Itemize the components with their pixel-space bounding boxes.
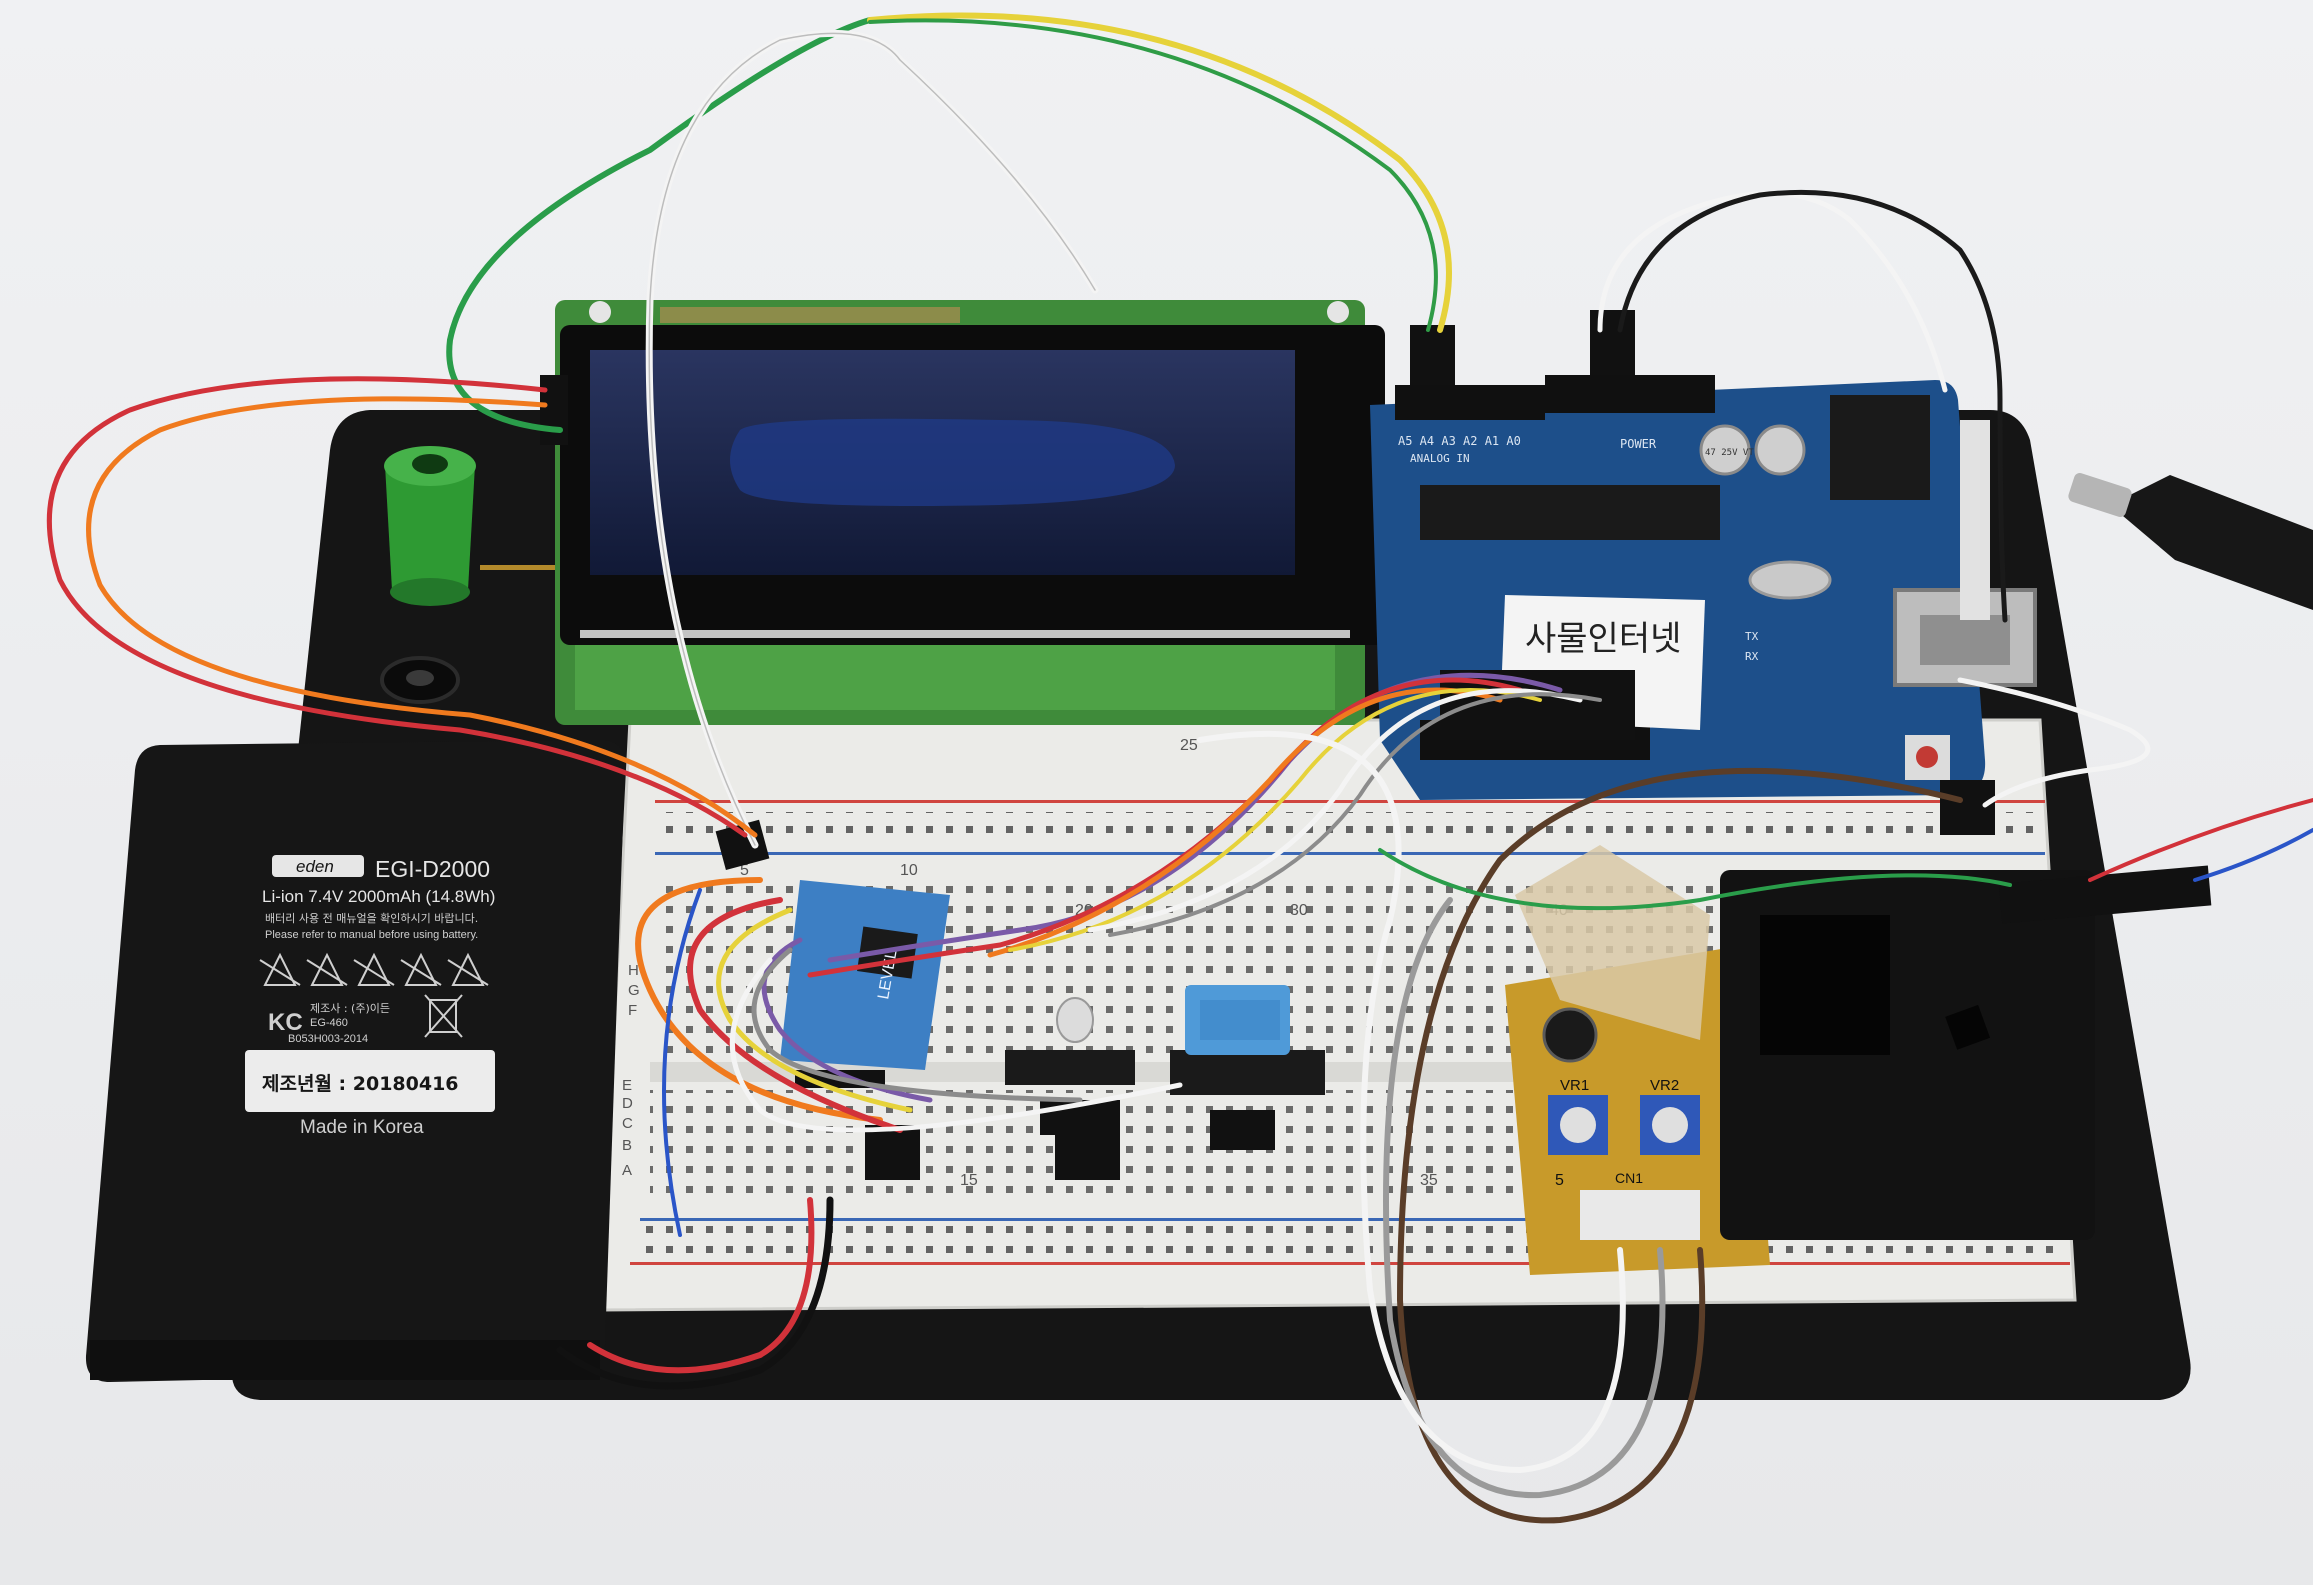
col-number-35: 35: [1420, 1172, 1438, 1189]
wire-gray-bundle: [1108, 692, 1602, 937]
wire-yellow: [867, 12, 1452, 333]
wire-yellow-bundle: [1008, 688, 1542, 952]
battery-code1: EG-460: [310, 1017, 348, 1029]
wire-blue-left: [662, 888, 702, 1237]
dc-jack: [1830, 395, 1930, 500]
header-connector-c: [1055, 1125, 1120, 1180]
battery-brand: eden: [296, 857, 334, 876]
battery-spec: Li-ion 7.4V 2000mAh (14.8Wh): [262, 887, 495, 906]
vr2-label: VR2: [1650, 1077, 1679, 1094]
wire-gray-dust: [1383, 897, 1666, 1499]
wire-red-battery: [587, 1197, 815, 1374]
capacitor-2: [1754, 424, 1806, 476]
recycle-bin-icon: [424, 994, 463, 1038]
wire-white-dust: [1197, 730, 1626, 1473]
battery-warning-en: Please refer to manual before using batt…: [265, 929, 478, 941]
battery-maker: 제조사 : (주)이든: [310, 1002, 390, 1015]
sticker-text: 사물인터넷: [1525, 619, 1681, 659]
top-rail-red-line: [655, 800, 2045, 803]
dht-sensor: [1170, 985, 1325, 1150]
analog-pin-labels: A5 A4 A3 A2 A1 A0: [1398, 434, 1521, 448]
wire-orange-left: [86, 396, 758, 838]
col-number-25: 25: [1180, 737, 1198, 754]
battery-code2: B053H003-2014: [288, 1033, 368, 1045]
rx-label: RX: [1745, 650, 1759, 663]
battery-date-label: [245, 1050, 495, 1112]
wire-white-usb: [1957, 677, 2151, 808]
tx-label: TX: [1745, 630, 1759, 643]
battery-warning-icons: [259, 952, 489, 986]
dc-plug-cable: [2068, 473, 2313, 610]
wire-gray-loop: [751, 947, 1083, 1103]
wire-red-right: [2088, 798, 2313, 882]
wire-white-loop: [729, 957, 1183, 1133]
col-number-15: 15: [960, 1172, 978, 1189]
bottom-rail-red-line: [630, 1262, 2070, 1265]
col-number-5: 5: [740, 862, 749, 879]
row-letter-e: E: [622, 1077, 632, 1094]
row-letter-a: A: [622, 1162, 632, 1179]
wire-green: [446, 17, 873, 433]
row-letter-f: F: [628, 1002, 637, 1019]
wire-yellow-loop: [716, 907, 913, 1113]
row-letter-g: G: [628, 982, 640, 999]
wire-white-bundle: [1087, 688, 1583, 933]
analog-in-label: ANALOG IN: [1410, 452, 1470, 465]
capacitor-1: [1699, 424, 1751, 476]
power-label: POWER: [1620, 437, 1657, 451]
dust-sensor-plug: [1998, 865, 2212, 924]
top-rail-blue-line: [655, 852, 2045, 855]
row-letter-h: H: [628, 962, 639, 979]
header-connector-d: [1940, 780, 1995, 835]
wire-white-lcd-edge: [648, 32, 1096, 846]
cn1-label: CN1: [1615, 1170, 1643, 1186]
rgb-led-module: [1005, 997, 1135, 1135]
row-letter-c: C: [622, 1115, 633, 1132]
pin5-label: 5: [1555, 1172, 1564, 1189]
arduino-board: A5 A4 A3 A2 A1 A0 ANALOG IN POWER 47 25V…: [1370, 375, 2037, 800]
lcd-module: [540, 300, 1385, 725]
battery-warning-kr: 배터리 사용 전 매뉴얼을 확인하시기 바랍니다.: [265, 911, 478, 925]
dust-sensor: VR1 VR2 5 CN1: [1505, 845, 2095, 1275]
battery-model: EGI-D2000: [375, 856, 490, 882]
binding-post-black: [380, 656, 460, 704]
capacitor-label: 47 25V VT: [1705, 448, 1754, 458]
wire-red-loop: [687, 897, 903, 1133]
bottom-rail-blue-line: [640, 1218, 2060, 1221]
wire-red-left: [46, 376, 748, 838]
header-connector-a: [715, 819, 770, 871]
wire-green-yellow: [868, 18, 1438, 332]
wire-brown-dust: [1397, 767, 1963, 1524]
cn1-connector: [1580, 1190, 1700, 1240]
atmega-chip: [1420, 485, 1720, 540]
wire-blue-right: [2193, 828, 2313, 882]
battery-mfg-date: 제조년월 : 20180416: [262, 1073, 459, 1095]
battery-brand-logo: [272, 855, 364, 877]
row-letter-d: D: [622, 1095, 633, 1112]
battery-origin: Made in Korea: [300, 1117, 424, 1138]
wire-white-arduino: [1597, 190, 1948, 393]
wire-orange-loop: [635, 877, 883, 1123]
rgb-led: [1056, 997, 1094, 1043]
header-connector-g: [1590, 310, 1635, 375]
wire-black-battery: [556, 1196, 834, 1390]
wire-green-dust: [1378, 848, 2012, 911]
binding-post-green: [384, 446, 565, 615]
jumper-wires: [46, 12, 2313, 1524]
col-number-10: 10: [900, 862, 918, 879]
battery-pack: eden EGI-D2000 Li-ion 7.4V 2000mAh (14.8…: [85, 740, 625, 1382]
wire-black-arduino: [1617, 189, 2008, 623]
header-connector-b: [865, 1125, 920, 1180]
kc-mark-icon: KC: [268, 1009, 303, 1036]
row-letter-b: B: [622, 1137, 632, 1154]
col-number-30: 30: [1290, 902, 1308, 919]
vr1-label: VR1: [1560, 1077, 1589, 1094]
header-connector-f: [1410, 325, 1455, 385]
wire-orange-bundle: [987, 687, 1503, 958]
